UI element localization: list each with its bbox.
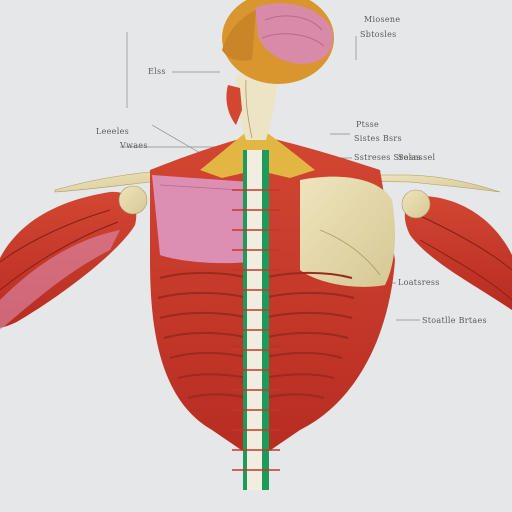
label-left-upper-1: Leeeles <box>96 127 130 136</box>
label-right-mid: Loatsress <box>398 278 440 287</box>
label-right-upper-1: Ptsse <box>356 120 380 129</box>
label-left-head: Elss <box>148 67 166 76</box>
label-top-right-1: Miosene <box>364 15 401 24</box>
neck <box>226 75 278 140</box>
label-right-low: Stoatlle Brtaes <box>422 316 487 325</box>
left-arm <box>0 191 137 330</box>
label-right-upper-3: Sstreses Srolas <box>354 153 421 162</box>
spine <box>232 150 280 490</box>
head <box>222 0 334 84</box>
label-left-upper-2: Vwaes <box>120 141 148 150</box>
right-arm <box>404 196 512 310</box>
label-right-upper-4: Sesnssel <box>398 153 436 162</box>
label-right-upper-2: Sistes Bsrs <box>354 134 402 143</box>
label-top-right-2: Sbtosles <box>360 30 397 39</box>
